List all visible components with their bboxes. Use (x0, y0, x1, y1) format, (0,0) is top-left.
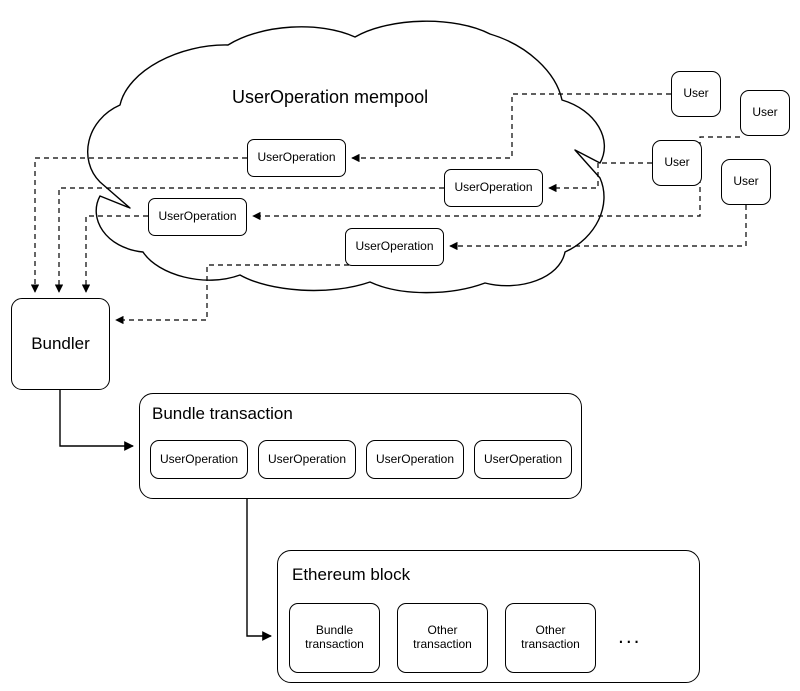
user-node-2-label: User (752, 105, 778, 120)
user-node-2[interactable]: User (740, 90, 790, 136)
bundle-userop-2-label: UserOperation (267, 451, 347, 466)
ethereum-tx-1-line1: Bundle (315, 623, 354, 638)
cloud-title: UserOperation mempool (232, 87, 429, 107)
wire-bundle-transaction-to-ethereum-block (246, 499, 272, 641)
wire-user4-to-userop4 (449, 205, 747, 251)
mempool-userop-2[interactable]: UserOperation (444, 169, 543, 207)
bundler-node[interactable]: Bundler (11, 298, 110, 390)
mempool-userop-3-label: UserOperation (158, 209, 237, 224)
ethereum-tx-3[interactable]: Other transaction (505, 603, 596, 673)
bundle-userop-1-label: UserOperation (159, 451, 239, 466)
mempool-userop-1[interactable]: UserOperation (247, 139, 346, 177)
wire-bundler-to-bundle-transaction (59, 390, 134, 451)
mempool-userop-2-label: UserOperation (454, 180, 533, 195)
bundle-userop-3[interactable]: UserOperation (366, 440, 464, 479)
mempool-userop-1-label: UserOperation (257, 150, 336, 165)
ethereum-tx-2-line1: Other (427, 623, 458, 638)
wire-user3-to-userop2 (548, 162, 652, 193)
ethereum-block-title: Ethereum block (292, 565, 411, 584)
user-node-3[interactable]: User (652, 140, 702, 186)
bundle-transaction-title: Bundle transaction (152, 404, 293, 423)
mempool-userop-4[interactable]: UserOperation (345, 228, 444, 266)
bundle-userop-2[interactable]: UserOperation (258, 440, 356, 479)
ethereum-tx-1-line2: transaction (305, 637, 364, 651)
user-node-1-label: User (683, 86, 709, 101)
user-node-1[interactable]: User (671, 71, 721, 117)
ethereum-block-container[interactable]: Ethereum block Bundle transaction Other … (277, 550, 700, 683)
ethereum-more-indicator: ... (618, 625, 642, 648)
mempool-userop-4-label: UserOperation (355, 239, 434, 254)
ethereum-tx-3-line2: transaction (521, 637, 580, 651)
ethereum-tx-3-line1: Other (535, 623, 566, 638)
bundle-userop-3-label: UserOperation (375, 451, 455, 466)
user-node-4-label: User (733, 174, 759, 189)
wire-userop4-to-bundler (115, 264, 394, 325)
bundle-userop-4[interactable]: UserOperation (474, 440, 572, 479)
mempool-userop-3[interactable]: UserOperation (148, 198, 247, 236)
bundle-transaction-container[interactable]: Bundle transaction UserOperation UserOpe… (139, 393, 582, 499)
user-node-4[interactable]: User (721, 159, 771, 205)
bundle-userop-1[interactable]: UserOperation (150, 440, 248, 479)
ethereum-tx-2-line2: transaction (413, 637, 472, 651)
bundle-userop-4-label: UserOperation (483, 451, 563, 466)
user-node-3-label: User (664, 155, 690, 170)
bundler-label: Bundler (31, 334, 90, 354)
wire-userop3-to-bundler (81, 215, 148, 293)
ethereum-tx-1[interactable]: Bundle transaction (289, 603, 380, 673)
ethereum-tx-2[interactable]: Other transaction (397, 603, 488, 673)
